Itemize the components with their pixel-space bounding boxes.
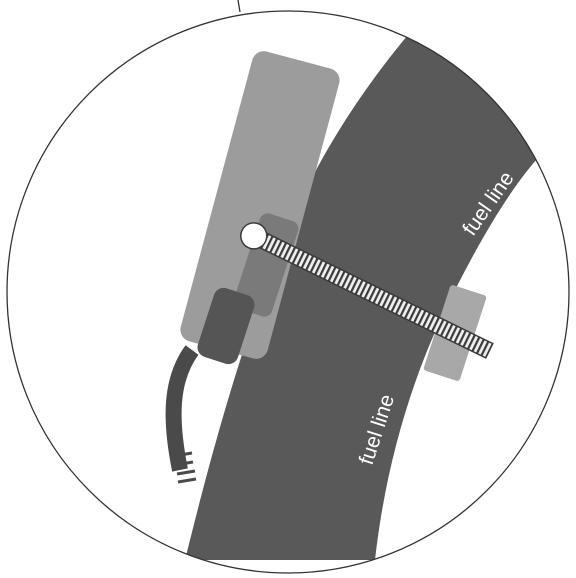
threaded-bolt	[240, 222, 494, 359]
cable-wires	[173, 451, 197, 484]
sensor-cable	[165, 345, 199, 472]
callout-pointer-line	[237, 0, 241, 13]
mount-bracket	[233, 213, 299, 317]
sensor-plate	[180, 51, 340, 359]
bolt-head	[240, 222, 268, 250]
magnifier-circle	[6, 10, 570, 574]
sensor-connector	[197, 287, 255, 365]
